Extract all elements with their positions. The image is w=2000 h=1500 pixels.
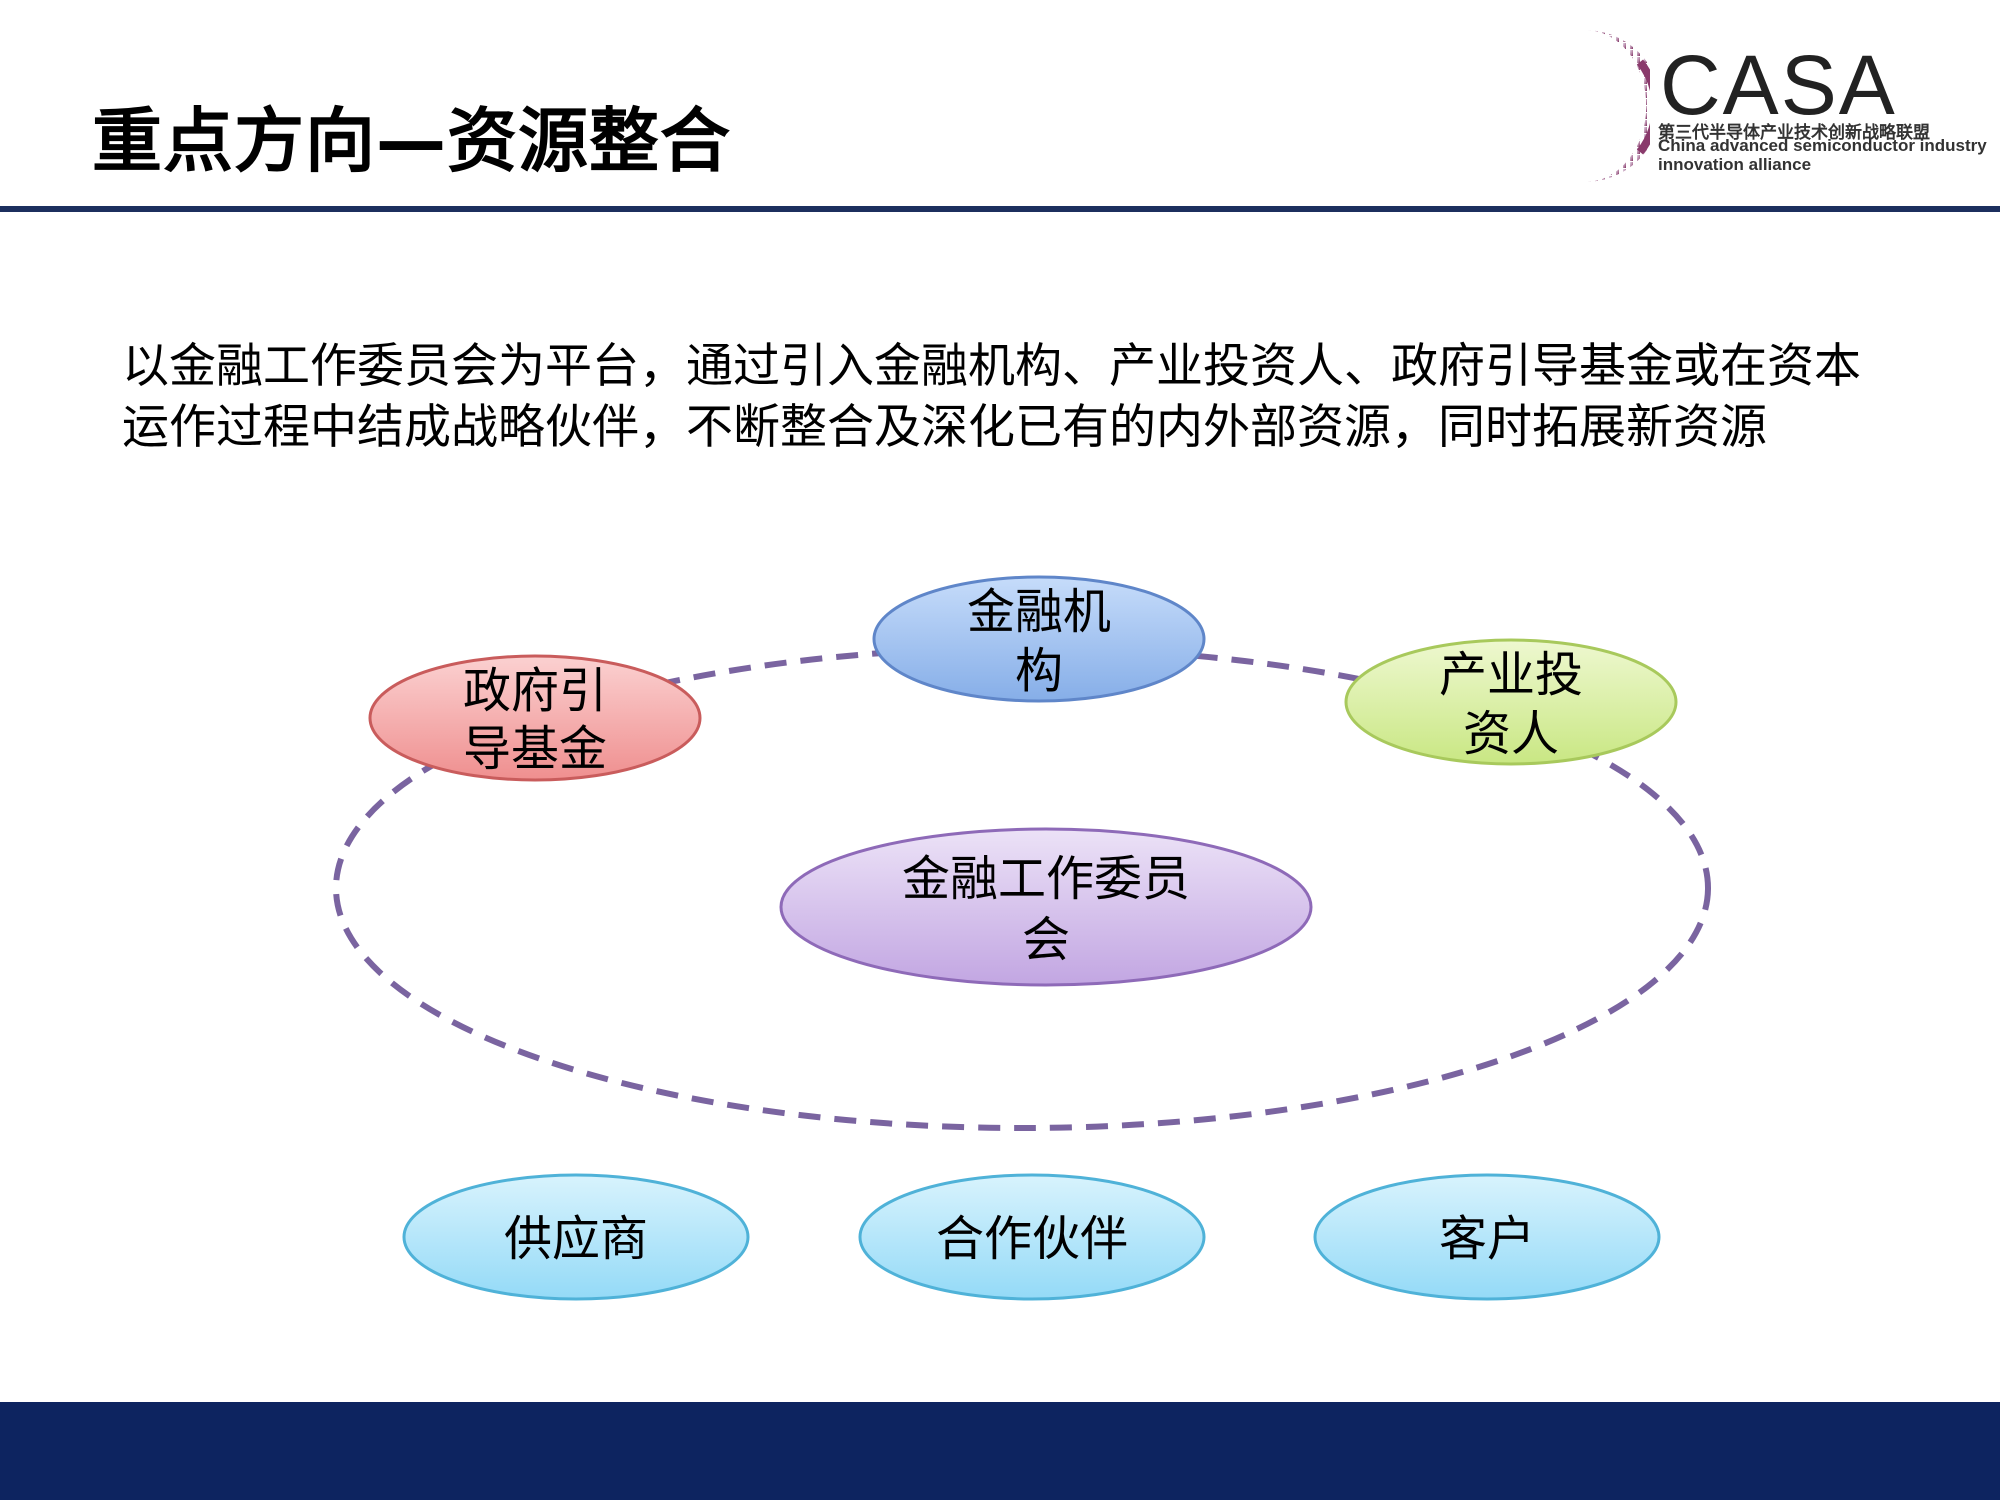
header-rule <box>0 206 2000 212</box>
node-supplier: 供应商 <box>402 1173 750 1301</box>
logo-name-en: China advanced semiconductor industry in… <box>1658 136 1987 174</box>
logo-name-cn: 第三代半导体产业技术创新战略联盟 <box>1658 123 1930 143</box>
svg-text:合作伙伴: 合作伙伴 <box>936 1211 1128 1267</box>
node-label-line: 金融机 <box>967 584 1111 640</box>
svg-text:导基金: 导基金 <box>463 721 607 777</box>
node-label-line: 客户 <box>1439 1211 1535 1267</box>
svg-text:政府引: 政府引 <box>463 663 607 719</box>
node-label-line: 政府引 <box>463 663 607 719</box>
globe-logo-icon <box>1585 30 1660 182</box>
footer-bar <box>0 1402 2000 1500</box>
node-label-line: 会 <box>1022 912 1070 968</box>
node-label-line: 金融工作委员 <box>902 851 1190 907</box>
node-customer: 客户 <box>1313 1173 1661 1301</box>
svg-text:会: 会 <box>1022 912 1070 968</box>
node-label-line: 构 <box>1015 643 1063 699</box>
svg-text:金融机: 金融机 <box>967 584 1111 640</box>
logo-wordmark: CASA <box>1660 38 1897 132</box>
svg-text:金融工作委员: 金融工作委员 <box>902 851 1190 907</box>
node-label-line: 合作伙伴 <box>936 1211 1128 1267</box>
node-industry-investor: 产业投 资人 <box>1344 638 1678 766</box>
node-government-fund: 政府引 导基金 <box>368 654 702 782</box>
node-label-line: 资人 <box>1463 706 1559 762</box>
node-financial-institution: 金融机 构 <box>872 575 1206 703</box>
casa-logo: CASA 第三代半导体产业技术创新战略联盟 China advanced sem… <box>1490 22 1990 192</box>
svg-text:产业投: 产业投 <box>1439 647 1583 703</box>
node-label-line: 供应商 <box>504 1211 648 1267</box>
svg-text:构: 构 <box>1015 643 1063 699</box>
svg-text:资人: 资人 <box>1463 706 1559 762</box>
node-finance-committee: 金融工作委员 会 <box>779 827 1313 987</box>
node-label-line: 产业投 <box>1439 647 1583 703</box>
node-label-line: 导基金 <box>463 721 607 777</box>
body-paragraph: 以金融工作委员会为平台，通过引入金融机构、产业投资人、政府引导基金或在资本运作过… <box>122 339 1861 455</box>
svg-text:供应商: 供应商 <box>504 1211 648 1267</box>
page-title: 重点方向—资源整合 <box>92 100 731 182</box>
node-partner: 合作伙伴 <box>858 1173 1206 1301</box>
svg-text:客户: 客户 <box>1439 1211 1535 1267</box>
